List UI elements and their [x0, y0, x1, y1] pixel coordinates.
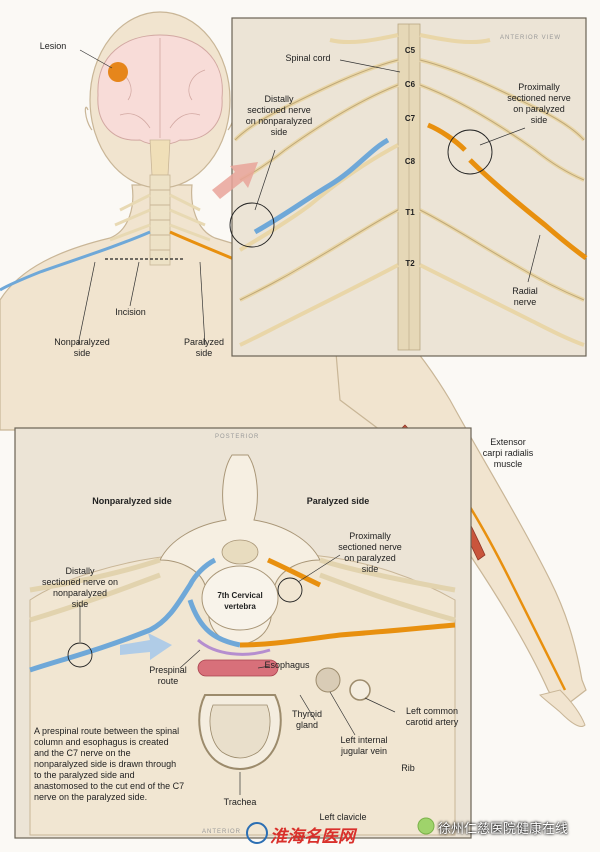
zoom-arrow: [212, 162, 258, 199]
label-trachea: Trachea: [223, 797, 257, 807]
label-anterior-view: ANTERIOR VIEW: [500, 35, 562, 41]
cross-section-description: A prespinal route between the spinal col…: [34, 726, 185, 802]
inset-radial-nerve: [468, 158, 588, 261]
watermark-right: 徐州仁慈医院健康在线: [438, 822, 569, 837]
label-spinal-cord: Spinal cord: [285, 53, 331, 63]
label-t1: T1: [405, 208, 415, 217]
label-incision: Incision: [115, 307, 146, 317]
label-nonparalyzed-title: Nonparalyzed side: [92, 496, 172, 506]
label-clavicle: Left clavicle: [319, 812, 367, 822]
label-distal-nerve: Distally sectioned nerve on nonparalyzed…: [245, 94, 313, 137]
cross-blue-nerve: [29, 557, 217, 673]
lesion-spot: [108, 62, 128, 82]
wechat-icon: [417, 817, 435, 835]
label-cross-proximal: Proximally sectioned nerve on paralyzed …: [338, 531, 402, 574]
label-c6: C6: [404, 80, 416, 89]
carotid-artery: [349, 679, 371, 701]
label-radial-nerve: Radial nerve: [512, 286, 538, 307]
anterior-inset: [212, 17, 588, 357]
watermark-left: 淮海名医网: [270, 827, 355, 847]
brand-logo-mark: [246, 822, 268, 844]
label-lesion: Lesion: [39, 41, 67, 51]
esophagus: [197, 659, 279, 677]
label-jugular: Left internal jugular vein: [340, 735, 388, 756]
label-paralyzed-title: Paralyzed side: [306, 496, 370, 506]
label-paralyzed-side: Paralyzed side: [183, 337, 225, 358]
label-t2: T2: [405, 259, 415, 268]
label-c8: C8: [404, 157, 416, 166]
neck-spine: [109, 174, 211, 266]
inset-blue-nerve: [253, 137, 390, 235]
label-carotid: Left common carotid artery: [405, 706, 459, 727]
label-posterior: POSTERIOR: [215, 434, 260, 440]
jugular-vein: [315, 667, 341, 693]
cross-orange-nerve: [239, 622, 456, 648]
label-anterior-bottom: ANTERIOR: [202, 829, 242, 835]
nonparalyzed-nerve: [0, 230, 151, 292]
label-prespinal-route: Prespinal route: [149, 665, 187, 686]
label-thyroid: Thyroid gland: [291, 709, 322, 730]
label-c5: C5: [404, 46, 416, 55]
label-extensor-muscle: Extensor carpi radialis muscle: [482, 437, 534, 469]
label-c7: C7: [404, 114, 416, 123]
route-arrow: [120, 633, 172, 660]
label-cross-distal: Distally sectioned nerve on nonparalyzed…: [41, 566, 119, 609]
cross-section: [14, 427, 472, 839]
label-proximal-nerve: Proximally sectioned nerve on paralyzed …: [507, 82, 571, 125]
label-rib: Rib: [401, 763, 415, 773]
label-esophagus: Esophagus: [264, 660, 310, 670]
inset-orange-nerve: [427, 122, 467, 152]
label-vertebra: 7th Cervical vertebra: [217, 591, 263, 611]
label-nonparalyzed-side: Nonparalyzed side: [54, 337, 110, 358]
hand: [539, 689, 586, 727]
